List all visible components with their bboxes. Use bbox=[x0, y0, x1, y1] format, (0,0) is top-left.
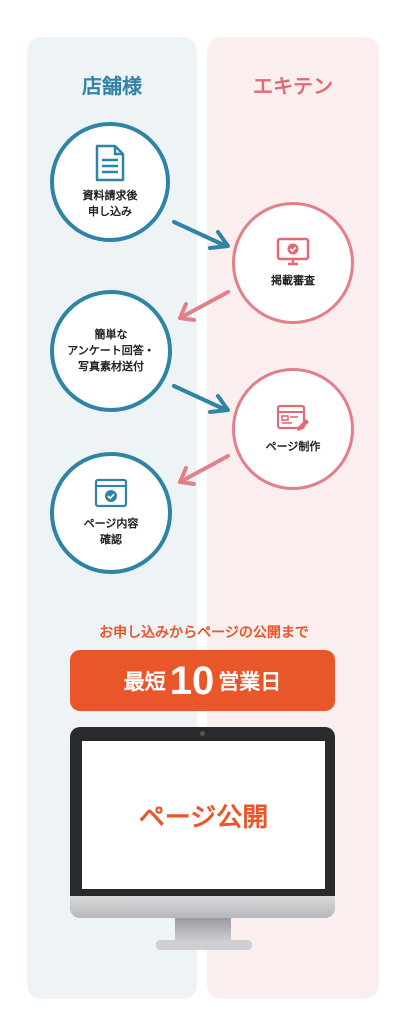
browser-check-icon bbox=[94, 478, 128, 508]
step-content-check-label: ページ内容 確認 bbox=[83, 517, 139, 546]
shortest-days-badge: 最短 10 営業日 bbox=[70, 650, 335, 711]
monitor-base bbox=[156, 940, 252, 950]
ekiten-column-title: エキテン bbox=[253, 74, 333, 98]
step-survey: 簡単な アンケート回答・ 写真素材送付 bbox=[50, 290, 172, 412]
store-column-title: 店舗様 bbox=[82, 74, 142, 98]
document-icon bbox=[95, 144, 125, 182]
page-publish-text: ページ公開 bbox=[138, 802, 269, 833]
monitor-chin bbox=[70, 896, 335, 918]
step-survey-label: 簡単な アンケート回答・ 写真素材送付 bbox=[67, 328, 155, 373]
arrow-right-icon bbox=[172, 384, 230, 414]
monitor-stand bbox=[175, 918, 231, 944]
badge-suffix: 営業日 bbox=[218, 669, 282, 694]
badge-prefix: 最短 bbox=[123, 669, 166, 694]
arrow-left-icon bbox=[178, 290, 230, 322]
monitor-screen: ページ公開 bbox=[82, 741, 325, 889]
step-review: 掲載審査 bbox=[232, 202, 354, 324]
step-review-label: 掲載審査 bbox=[271, 274, 315, 287]
arrow-right-icon bbox=[172, 220, 230, 250]
publish-lead-text: お申し込みからページの公開まで bbox=[99, 625, 309, 641]
badge-number: 10 bbox=[169, 658, 215, 703]
page-edit-icon bbox=[276, 404, 309, 431]
step-content-check: ページ内容 確認 bbox=[50, 452, 172, 574]
step-page-production-label: ページ制作 bbox=[265, 440, 321, 453]
monitor-check-icon bbox=[276, 237, 310, 266]
step-page-production: ページ制作 bbox=[232, 368, 354, 490]
step-application-label: 資料請求後 申し込み bbox=[82, 189, 138, 218]
step-application: 資料請求後 申し込み bbox=[50, 122, 170, 242]
camera-dot bbox=[200, 731, 205, 736]
arrow-left-icon bbox=[178, 454, 230, 486]
